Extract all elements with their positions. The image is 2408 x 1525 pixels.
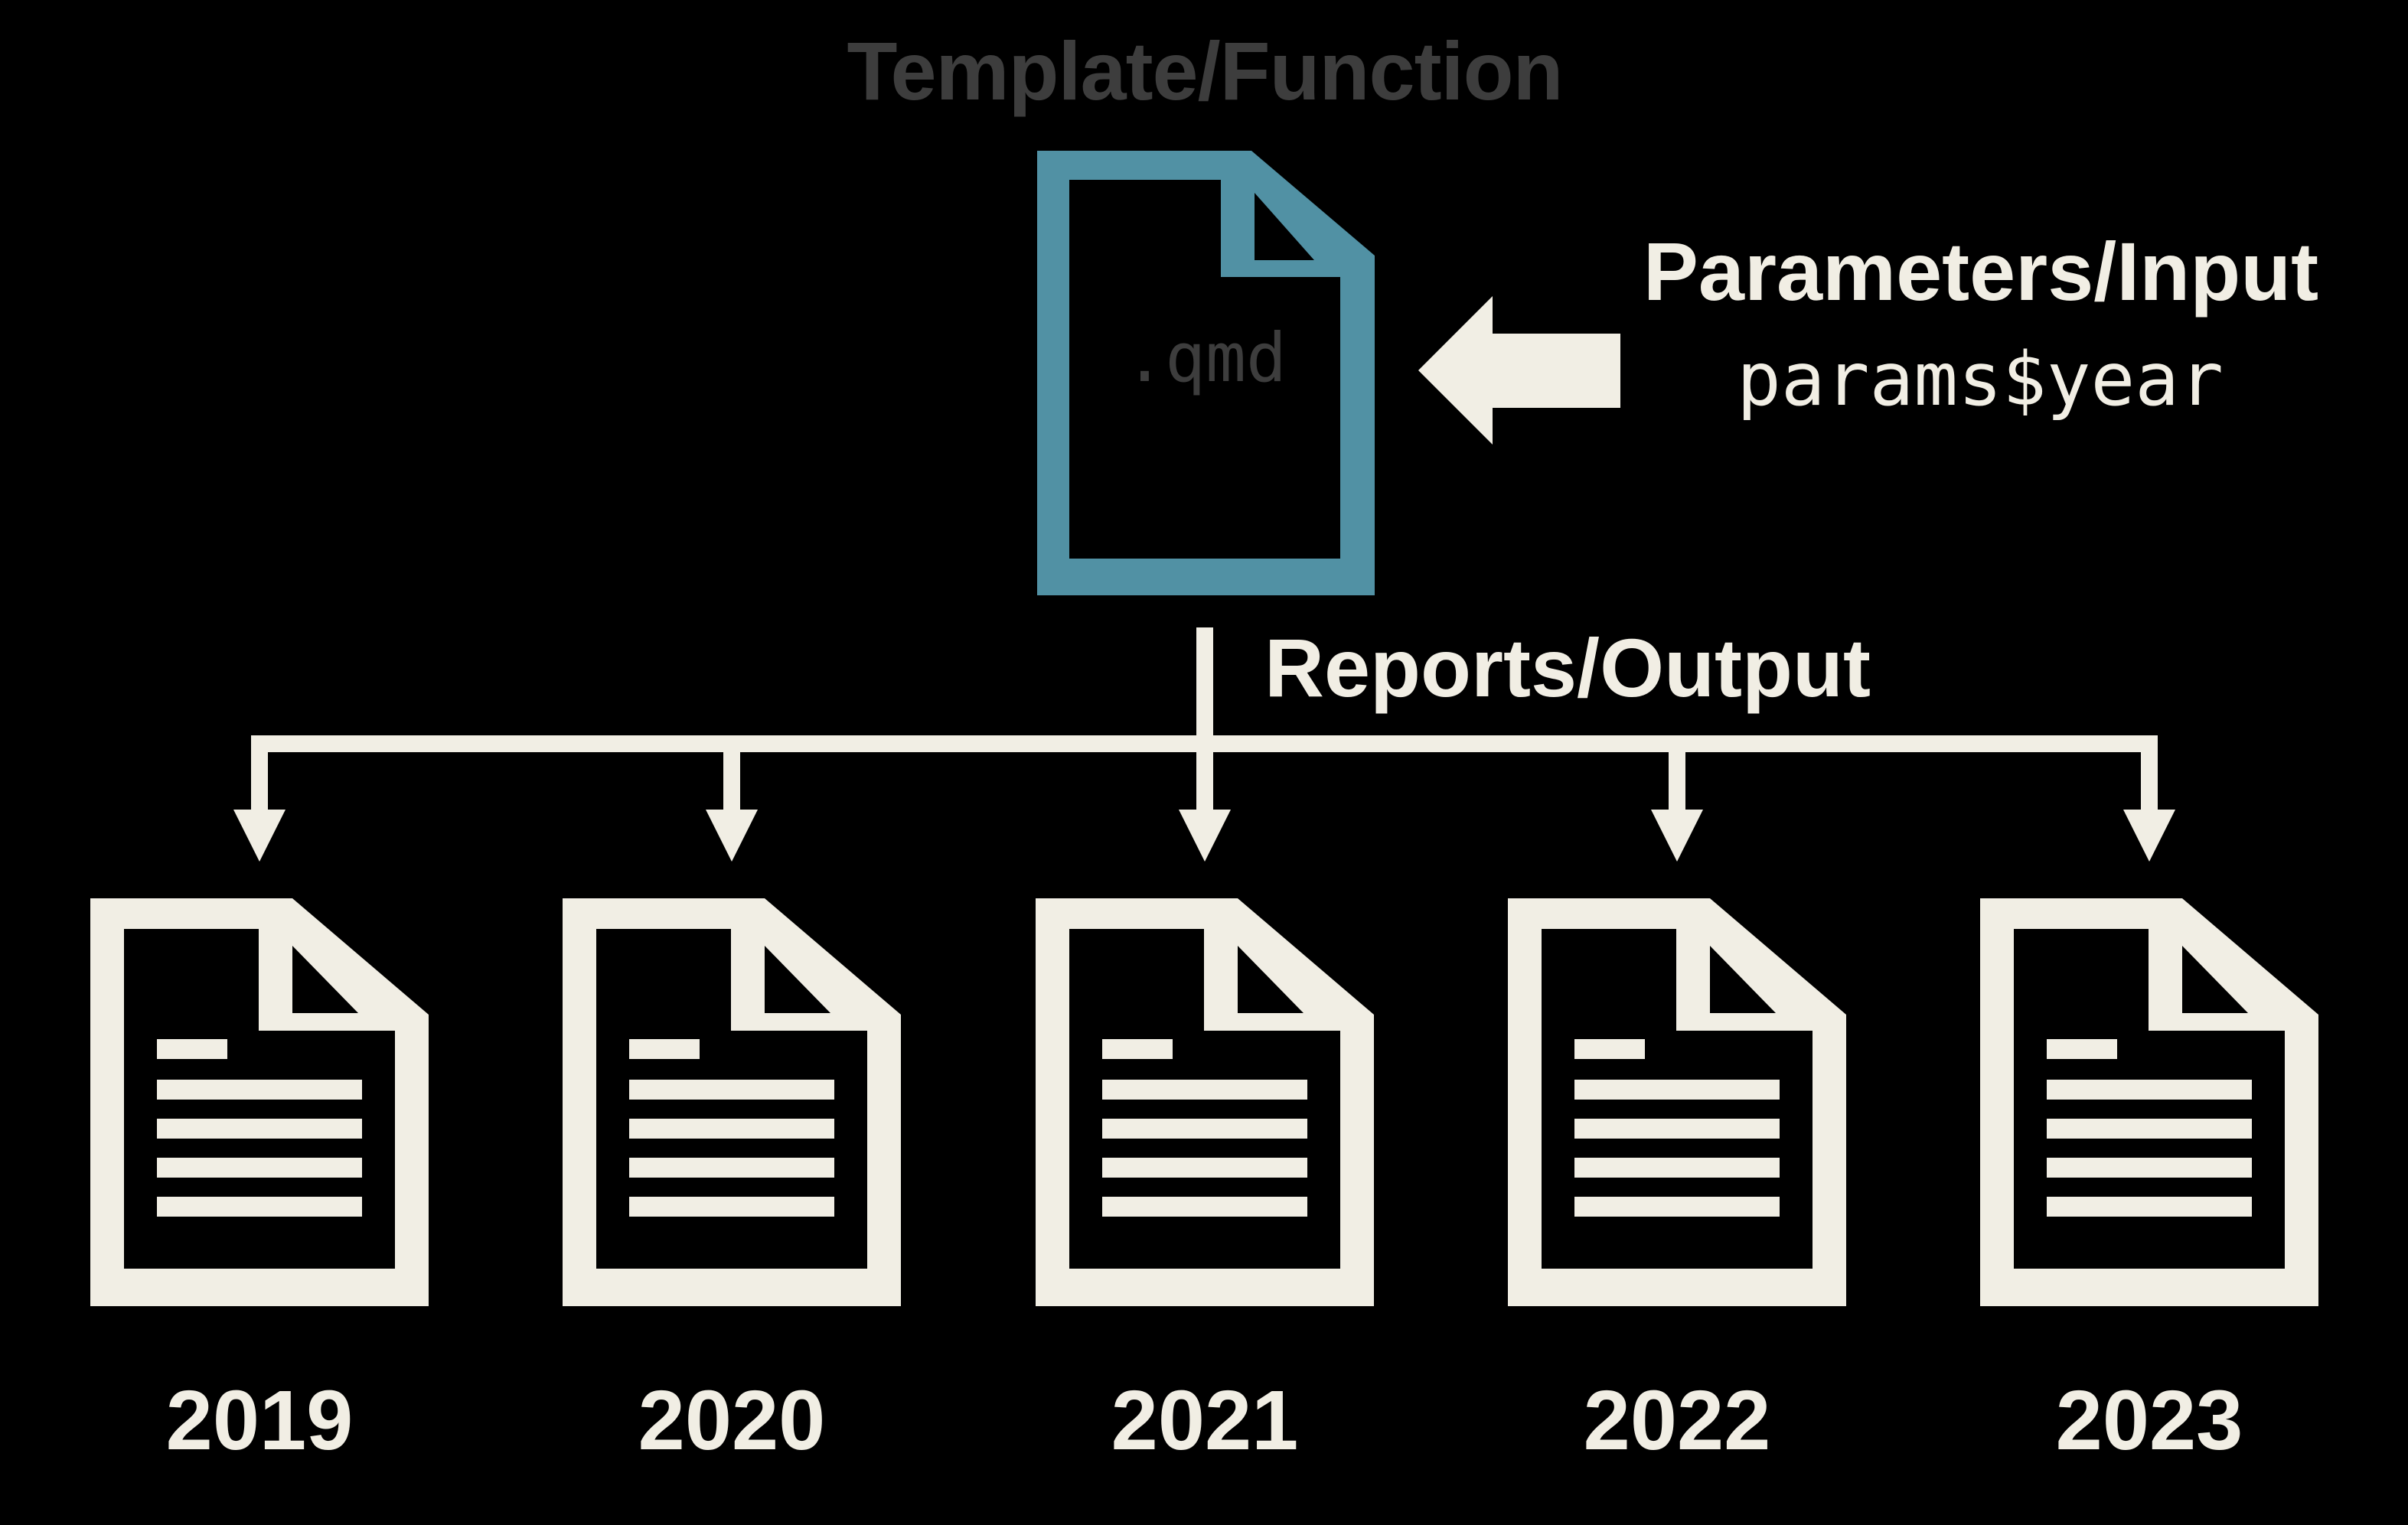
connector-stem-line [1196,627,1213,751]
year-label: 2021 [1111,1373,1299,1468]
document-with-text-lines-icon [1980,898,2318,1306]
year-label: 2020 [638,1373,826,1468]
reports-output-label: Reports/Output [1264,621,1871,714]
report-document-icon [563,898,901,1306]
down-arrowhead-icon [233,810,286,862]
connector-horizontal-line [251,735,2158,752]
report-document-icon [90,898,429,1306]
report-document-icon [1508,898,1846,1306]
document-with-text-lines-icon [1036,898,1374,1306]
left-block-arrow-icon [1418,296,1620,445]
params-year-code-label: params$year [1737,337,2224,422]
connector-drop-line [1196,752,1213,810]
down-arrowhead-icon [706,810,758,862]
template-function-label: Template/Function [847,24,1563,117]
year-label: 2019 [165,1373,354,1468]
connector-drop-line [251,752,268,810]
connector-drop-line [2141,752,2158,810]
parameters-input-label: Parameters/Input [1643,225,2319,318]
year-label: 2022 [1583,1373,1771,1468]
report-document-icon [1980,898,2318,1306]
document-with-text-lines-icon [1508,898,1846,1306]
document-with-text-lines-icon [90,898,429,1306]
document-with-folded-corner-icon [1037,151,1375,595]
down-arrowhead-icon [1651,810,1703,862]
qmd-template-file-icon [1037,151,1375,595]
year-label: 2023 [2055,1373,2243,1468]
report-document-icon [1036,898,1374,1306]
connector-drop-line [1669,752,1685,810]
document-with-text-lines-icon [563,898,901,1306]
connector-drop-line [723,752,740,810]
down-arrowhead-icon [1179,810,1231,862]
qmd-file-extension-label: .qmd [1124,318,1287,397]
down-arrowhead-icon [2123,810,2175,862]
